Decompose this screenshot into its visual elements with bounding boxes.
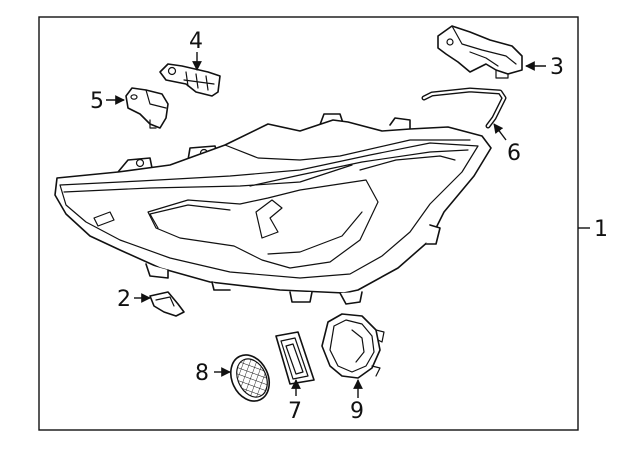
- callout-label-3: 3: [550, 55, 564, 80]
- clip-part-2: [149, 291, 185, 317]
- seal-strip-part-6: [421, 87, 507, 129]
- callout-label-2: 2: [117, 287, 131, 312]
- callout-label-8: 8: [195, 361, 209, 386]
- callout-label-1: 1: [594, 217, 608, 242]
- callout-label-9: 9: [350, 399, 364, 424]
- bracket-part-4: [159, 63, 221, 97]
- callout-6-leader: [493, 123, 507, 141]
- callout-label-6: 6: [507, 141, 521, 166]
- callout-label-7: 7: [288, 399, 302, 424]
- mesh-cap-part-8: [229, 354, 271, 402]
- callout-label-5: 5: [90, 89, 104, 114]
- actuator-part-5: [125, 87, 169, 129]
- callout-label-4: 4: [189, 29, 203, 54]
- socket-cap-part-9: [321, 313, 385, 379]
- bracket-part-3: [437, 25, 523, 79]
- headlamp-assembly: [54, 113, 492, 305]
- diagram-frame: [38, 16, 579, 431]
- gasket-part-7: [275, 331, 315, 385]
